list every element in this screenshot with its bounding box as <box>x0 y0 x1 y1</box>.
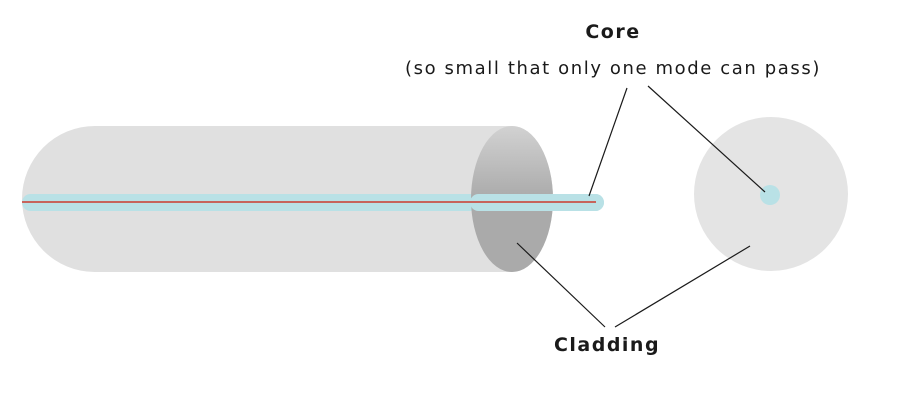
core-cross-section <box>760 185 780 205</box>
core-leader-to-fiber <box>588 87 628 197</box>
cladding-leader-to-cross-section <box>614 245 751 328</box>
cladding-label: Cladding <box>554 334 660 356</box>
core-title-label: Core <box>585 21 640 43</box>
cladding-leader-to-fiber <box>516 242 606 328</box>
core-note-label: (so small that only one mode can pass) <box>405 58 821 79</box>
core-leader-to-cross-section <box>647 85 766 193</box>
